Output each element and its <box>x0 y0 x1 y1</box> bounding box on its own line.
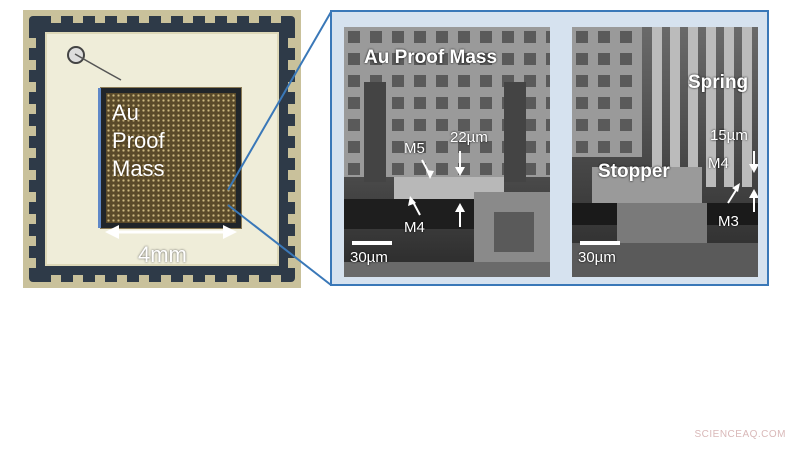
bond-wire <box>74 53 122 81</box>
label-gap-22: 22µm <box>450 129 488 146</box>
sem-left-title: Au Proof Mass <box>364 47 498 68</box>
scale-label-right: 30µm <box>578 249 616 266</box>
dimension-arrow <box>105 225 237 239</box>
die-label: Au Proof Mass <box>112 100 165 181</box>
watermark: SCIENCEAQ.COM <box>694 429 786 440</box>
label-m4-right: M4 <box>708 155 729 172</box>
sem-detail-frame: Au Proof Mass M5 M4 22µm 30µm <box>330 10 769 286</box>
label-m5: M5 <box>404 140 425 157</box>
sem-right-title-spring: Spring <box>688 72 749 93</box>
perforation-grid <box>106 93 236 223</box>
sem-right-arrows <box>727 151 758 212</box>
scale-bar-left <box>352 241 392 245</box>
sem-image-spring: Spring Stopper 15µm M4 M3 30µm <box>572 27 758 277</box>
sem-left-arrows <box>408 151 465 227</box>
scale-label-left: 30µm <box>350 249 388 266</box>
au-proof-mass-die: Au Proof Mass <box>101 88 241 228</box>
sem-spring-graphic <box>572 27 758 277</box>
chip-package-photo: Au Proof Mass 4mm <box>23 10 301 288</box>
scale-bar-right <box>580 241 620 245</box>
label-m4: M4 <box>404 219 425 236</box>
sem-proof-mass-graphic <box>344 27 550 277</box>
dimension-label: 4mm <box>138 242 187 267</box>
label-m3: M3 <box>718 213 739 230</box>
sem-right-title-stopper: Stopper <box>598 161 670 182</box>
label-gap-15: 15µm <box>710 127 748 144</box>
sem-image-proof-mass: Au Proof Mass M5 M4 22µm 30µm <box>344 27 550 277</box>
